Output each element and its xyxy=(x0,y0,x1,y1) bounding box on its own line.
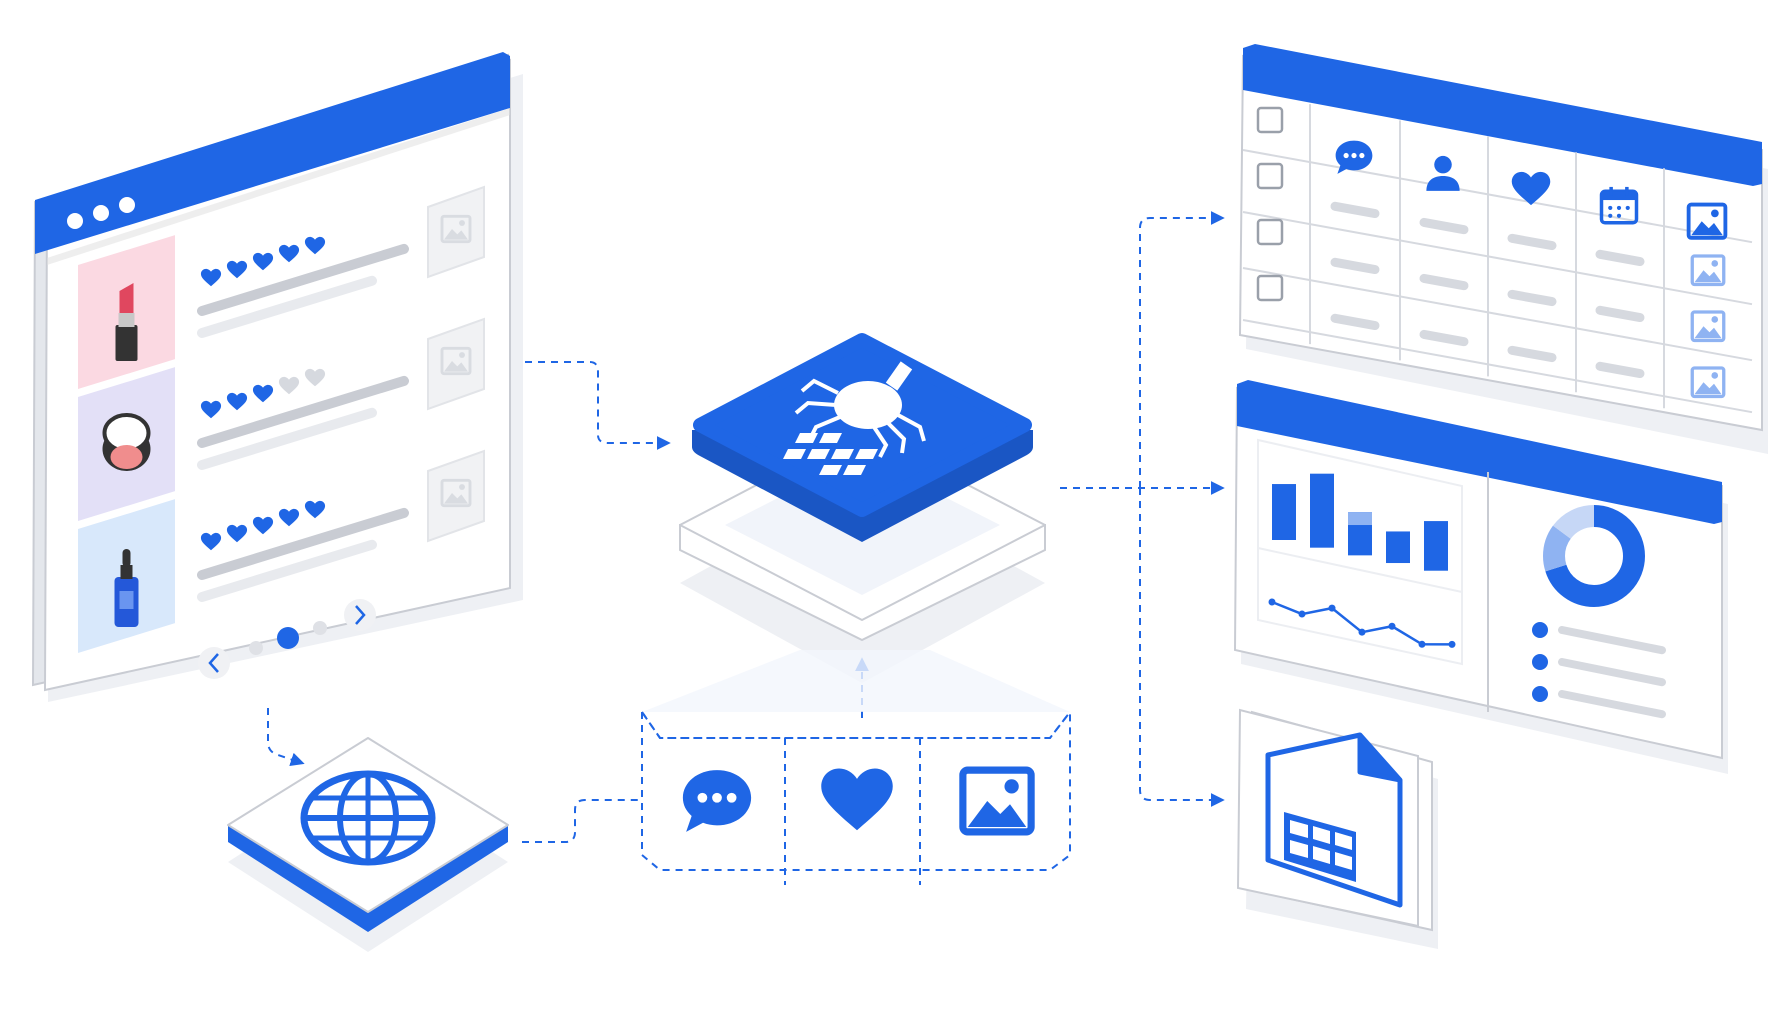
line-chart-point xyxy=(1328,604,1336,612)
row-checkbox[interactable] xyxy=(1256,162,1284,190)
dashboard-title-bar xyxy=(1237,380,1722,524)
donut-slice xyxy=(1543,505,1645,607)
connector-page-to-globe xyxy=(267,708,305,767)
bar-chart-bar xyxy=(1310,473,1334,548)
chevron-right-icon xyxy=(355,605,366,625)
donut-chart xyxy=(1543,505,1645,607)
bar-chart-bar xyxy=(1424,521,1448,571)
legend-label-placeholder xyxy=(1558,658,1666,687)
line-chart-point xyxy=(1268,598,1276,606)
product-thumbnail[interactable] xyxy=(427,449,485,543)
window-dot xyxy=(119,197,135,213)
compact-powder-icon xyxy=(102,413,151,471)
table-grid xyxy=(1242,104,1753,414)
cell-value-placeholder xyxy=(1595,361,1645,379)
web-source-node xyxy=(227,737,509,952)
row-checkbox[interactable] xyxy=(1256,274,1284,302)
output-spreadsheet-file xyxy=(1236,708,1438,949)
cell-value-placeholder xyxy=(1419,273,1469,291)
prev-page-button[interactable] xyxy=(198,647,230,679)
globe-icon xyxy=(300,770,436,866)
product-desc-placeholder xyxy=(197,275,377,338)
cell-value-placeholder xyxy=(1419,217,1469,235)
bar-chart xyxy=(1272,473,1448,571)
product-row-lipstick[interactable] xyxy=(78,185,485,389)
connector-scraper-to-file xyxy=(1139,488,1225,807)
connector-globe-to-content xyxy=(522,799,640,843)
line-chart-point xyxy=(1358,628,1366,636)
window-control-dots xyxy=(67,197,135,229)
cell-value-placeholder xyxy=(1330,201,1380,219)
product-thumbnail[interactable] xyxy=(427,317,485,411)
window-dot xyxy=(67,213,83,229)
product-desc-placeholder xyxy=(197,539,377,602)
product-row-serum-bottle[interactable] xyxy=(78,449,485,653)
page-dot[interactable] xyxy=(313,621,327,635)
product-title-placeholder xyxy=(197,375,409,448)
line-chart-point xyxy=(1388,622,1396,630)
cell-value-placeholder xyxy=(1507,233,1557,251)
line-chart xyxy=(1268,598,1456,648)
row-checkbox[interactable] xyxy=(1256,106,1284,134)
cell-value-placeholder xyxy=(1330,313,1380,331)
legend-marker xyxy=(1532,686,1548,702)
cell-value-placeholder xyxy=(1507,345,1557,363)
table-title-bar xyxy=(1243,44,1762,186)
content-types-panel xyxy=(641,650,1071,885)
output-analytics-dashboard-window xyxy=(1233,380,1728,774)
output-data-table-window xyxy=(1238,44,1768,454)
serum-bottle-icon xyxy=(114,549,139,627)
browser-title-bar xyxy=(35,52,510,254)
cell-value-placeholder xyxy=(1419,329,1469,347)
product-title-placeholder xyxy=(197,507,409,580)
line-chart-point xyxy=(1448,640,1456,648)
product-list xyxy=(78,185,485,653)
product-thumbnail[interactable] xyxy=(427,185,485,279)
cell-value-placeholder xyxy=(1595,305,1645,323)
donut-slice xyxy=(1543,505,1645,607)
page-dot[interactable] xyxy=(277,627,299,649)
next-page-button[interactable] xyxy=(344,599,376,631)
line-chart-point xyxy=(1418,640,1426,648)
cell-value-placeholder xyxy=(1507,289,1557,307)
dashboard-legend xyxy=(1532,622,1666,719)
bar-chart-bar xyxy=(1386,531,1410,564)
scraper-engine-node xyxy=(679,333,1046,683)
legend-marker xyxy=(1532,622,1548,638)
window-dot xyxy=(93,205,109,221)
lipstick-icon xyxy=(115,283,138,361)
source-product-page-window xyxy=(31,52,523,702)
legend-label-placeholder xyxy=(1558,690,1666,719)
spreadsheet-file-icon xyxy=(1265,732,1403,908)
connector-scraper-to-table xyxy=(1139,211,1225,488)
pagination-control[interactable] xyxy=(198,599,376,679)
product-title-placeholder xyxy=(197,243,409,316)
line-chart-point xyxy=(1298,610,1306,618)
spider-bot-icon xyxy=(783,361,926,475)
row-checkbox[interactable] xyxy=(1256,218,1284,246)
product-desc-placeholder xyxy=(197,407,377,470)
page-dot[interactable] xyxy=(249,641,263,655)
legend-marker xyxy=(1532,654,1548,670)
cell-value-placeholder xyxy=(1330,257,1380,275)
chevron-left-icon xyxy=(208,653,219,673)
product-row-compact-powder[interactable] xyxy=(78,317,485,521)
bar-chart-bar xyxy=(1272,484,1296,540)
legend-label-placeholder xyxy=(1558,626,1666,655)
connector-page-to-scraper xyxy=(525,361,671,450)
cell-value-placeholder xyxy=(1595,249,1645,267)
